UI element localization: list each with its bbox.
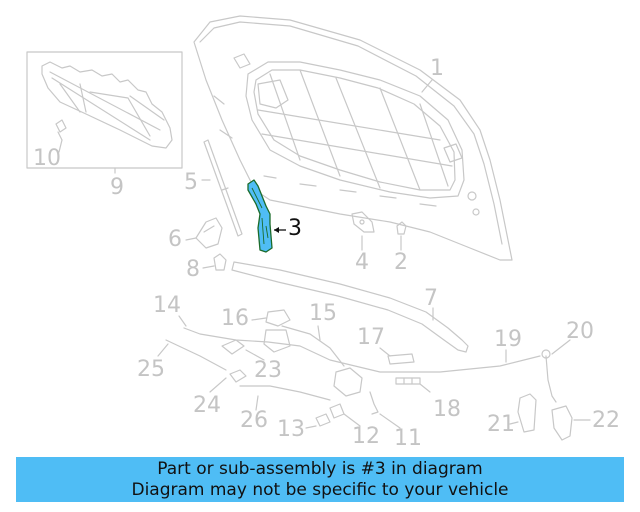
clips-17-18 — [387, 353, 421, 385]
callout-5[interactable]: 5 — [184, 170, 198, 195]
callout-20[interactable]: 20 — [566, 319, 594, 344]
hood-bumper — [195, 217, 223, 249]
callout-11[interactable]: 11 — [394, 426, 422, 451]
info-banner: Part or sub-assembly is #3 in diagram Di… — [16, 457, 624, 502]
leader-lines — [58, 79, 591, 429]
clip-part-8 — [213, 253, 227, 271]
callout-21[interactable]: 21 — [487, 412, 515, 437]
callout-24[interactable]: 24 — [193, 393, 221, 418]
hood-strut — [203, 139, 243, 237]
hood-panel — [193, 15, 513, 261]
callout-18[interactable]: 18 — [433, 397, 461, 422]
callout-7[interactable]: 7 — [424, 286, 438, 311]
callout-2[interactable]: 2 — [394, 250, 408, 275]
callout-17[interactable]: 17 — [357, 325, 385, 350]
callout-22[interactable]: 22 — [592, 408, 620, 433]
callout-25[interactable]: 25 — [137, 357, 165, 382]
callout-14[interactable]: 14 — [153, 293, 181, 318]
callout-4[interactable]: 4 — [355, 250, 369, 275]
latch-assembly — [221, 309, 291, 383]
banner-part-notice: Part or sub-assembly is #3 in diagram — [157, 459, 483, 479]
callout-16[interactable]: 16 — [221, 306, 249, 331]
callout-12[interactable]: 12 — [352, 424, 380, 449]
callout-15[interactable]: 15 — [309, 301, 337, 326]
brackets-21-22 — [517, 393, 573, 441]
callout-3[interactable]: 3 — [288, 216, 302, 241]
callout-10[interactable]: 10 — [33, 146, 61, 171]
banner-disclaimer: Diagram may not be specific to your vehi… — [131, 480, 509, 500]
hood-insulator-inset — [26, 51, 183, 174]
bracket-part-4 — [351, 211, 375, 233]
callout-6[interactable]: 6 — [168, 227, 182, 252]
release-cables — [165, 325, 557, 403]
callout-1[interactable]: 1 — [430, 56, 444, 81]
hood-seal — [231, 261, 469, 353]
bumper-part-2 — [396, 221, 407, 235]
callout-23[interactable]: 23 — [254, 358, 282, 383]
highlighted-part-3 — [247, 179, 286, 253]
callout-8[interactable]: 8 — [186, 257, 200, 282]
callout-9[interactable]: 9 — [110, 175, 124, 200]
callout-26[interactable]: 26 — [240, 408, 268, 433]
callout-13[interactable]: 13 — [277, 417, 305, 442]
lock-parts — [315, 367, 379, 427]
callout-19[interactable]: 19 — [494, 327, 522, 352]
